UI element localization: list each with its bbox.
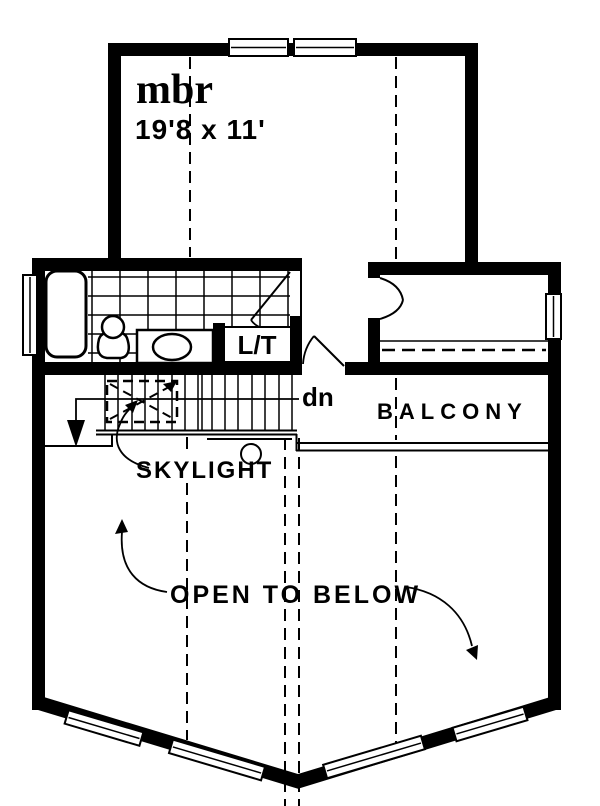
window-icon — [451, 705, 529, 743]
balcony-railing — [296, 442, 548, 452]
window-icon — [167, 738, 267, 782]
angled-wall-windows — [63, 705, 529, 782]
closet — [379, 277, 548, 352]
interior-walls — [32, 262, 561, 375]
window-icon — [228, 38, 289, 57]
master-bedroom: mbr 19'8 x 11' — [135, 67, 266, 145]
double-doors — [379, 277, 404, 320]
bathroom-door — [250, 271, 291, 332]
exterior-walls — [32, 43, 561, 710]
stair-direction-label: dn — [302, 382, 334, 412]
bathroom — [44, 269, 291, 365]
bathtub — [44, 269, 88, 359]
angled-exterior-walls — [33, 695, 561, 789]
master-bedroom-label: mbr — [136, 67, 213, 113]
window-icon — [321, 734, 427, 780]
window-icon — [63, 708, 145, 748]
skylight-symbol — [105, 379, 179, 424]
open-to-below-arrow-right — [405, 586, 478, 660]
down-direction-arrow — [67, 398, 299, 447]
wall-windows — [22, 38, 562, 356]
balcony-label: BALCONY — [377, 399, 528, 424]
linen-toilet-label: L/T — [238, 330, 277, 360]
skylight-label: SKYLIGHT — [136, 457, 273, 484]
newel-post — [240, 443, 262, 465]
open-to-below-arrow-left — [115, 519, 168, 593]
skylight-callout: SKYLIGHT — [115, 400, 273, 484]
window-icon — [293, 38, 357, 57]
toilet — [96, 314, 130, 360]
open-to-below-label: OPEN TO BELOW — [170, 581, 421, 609]
stairs — [45, 375, 299, 465]
master-bedroom-dimensions: 19'8 x 11' — [135, 114, 266, 145]
stair-edge-lines — [45, 429, 298, 451]
open-to-below: OPEN TO BELOW — [115, 519, 478, 660]
window-icon — [22, 274, 38, 356]
roof-ridge-lines — [186, 57, 397, 748]
linen-toilet-box — [223, 326, 292, 363]
balcony: BALCONY dn — [296, 382, 548, 452]
open-to-below-edge-lines — [284, 438, 300, 806]
sink-vanity — [135, 328, 215, 365]
window-icon — [545, 293, 562, 340]
linen-toilet-room: L/T — [223, 326, 292, 363]
hall-door — [302, 335, 345, 367]
